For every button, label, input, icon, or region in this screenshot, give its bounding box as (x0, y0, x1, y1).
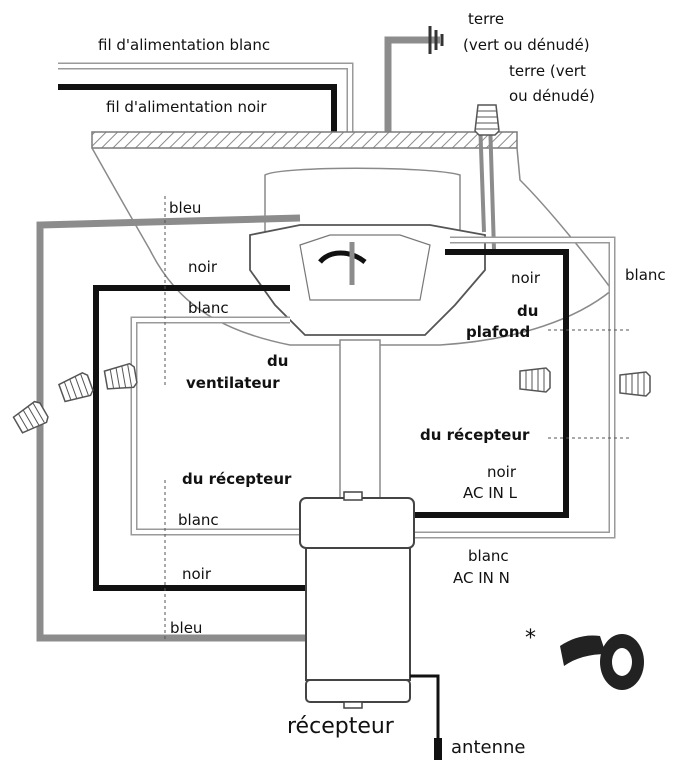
ground-wire-nut-icon (474, 104, 500, 136)
white-wire-right (412, 236, 616, 539)
wire-nut-icon (519, 367, 551, 393)
label-noir-ac-2: AC IN L (463, 484, 518, 502)
label-blanc-right: blanc (625, 266, 666, 284)
ceiling-board (91, 131, 518, 149)
label-du-plafond-1: du (517, 302, 538, 320)
wire-nut-icon (619, 371, 651, 397)
label-du-recepteur-left: du récepteur (182, 470, 292, 488)
label-du-recepteur-right: du récepteur (420, 426, 530, 444)
label-ground-sub: (vert ou dénudé) (463, 36, 590, 54)
white-supply-wire (58, 62, 354, 132)
inner-black-wire (318, 250, 367, 265)
label-asterisk: * (525, 626, 536, 651)
label-du-plafond-2: plafond (466, 323, 530, 341)
label-blanc-ac-2: AC IN N (453, 569, 510, 587)
black-wire-left (93, 285, 305, 591)
black-wire-right (412, 249, 569, 518)
label-du-ventilateur-1: du (267, 352, 288, 370)
label-ground2-line2: ou dénudé) (509, 87, 595, 105)
ground-wires-to-nut (478, 119, 496, 251)
label-noir-lower: noir (182, 565, 212, 583)
label-bleu-lower: bleu (170, 619, 202, 637)
ground-wire (384, 36, 440, 132)
label-blanc-lower: blanc (178, 511, 219, 529)
label-blanc-left: blanc (188, 299, 229, 317)
label-du-ventilateur-2: ventilateur (186, 374, 280, 392)
label-ground-title: terre (468, 10, 504, 28)
label-white-supply: fil d'alimentation blanc (98, 36, 270, 54)
wire-nut-icon (11, 398, 51, 437)
receiver-unit (299, 491, 415, 709)
ground-symbol-icon (428, 26, 444, 54)
black-supply-wire (58, 84, 337, 132)
fan-housing (249, 167, 486, 336)
white-wire-left (130, 316, 305, 536)
label-ground2-line1: terre (vert (509, 62, 586, 80)
label-bleu-top: bleu (169, 199, 201, 217)
antenna (410, 674, 442, 760)
label-black-supply: fil d'alimentation noir (106, 98, 267, 116)
label-noir-left: noir (188, 258, 218, 276)
label-antenne: antenne (451, 737, 525, 758)
label-noir-ac-1: noir (487, 463, 517, 481)
downrod (339, 339, 381, 501)
label-blanc-ac-1: blanc (468, 547, 509, 565)
blue-wire (36, 214, 305, 642)
wire-nut-icon (103, 362, 139, 393)
label-noir-right: noir (511, 269, 541, 287)
canopy-outline (91, 147, 614, 346)
electrical-tape-icon (560, 634, 644, 690)
dashed-leaders (164, 196, 632, 640)
label-recepteur: récepteur (287, 714, 395, 739)
wire-nut-icon (57, 370, 96, 406)
